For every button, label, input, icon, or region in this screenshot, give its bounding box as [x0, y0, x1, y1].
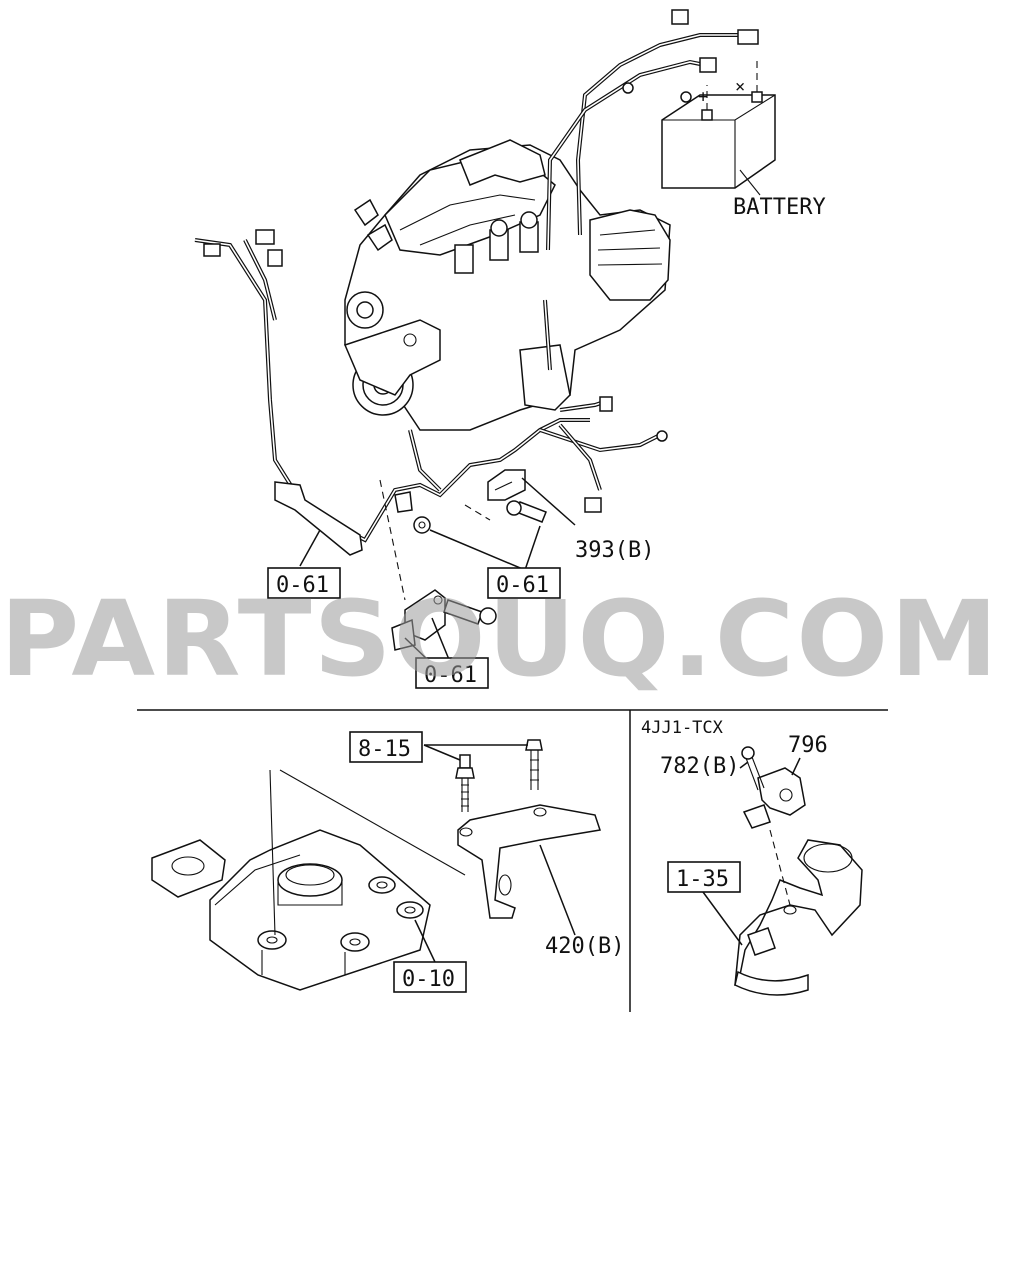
- bracket-420b: [457, 804, 601, 919]
- bolt-upper-right: [506, 500, 547, 523]
- ref-061-bottom[interactable]: 0-61: [415, 657, 489, 689]
- label-battery: BATTERY: [733, 195, 826, 220]
- bolt-782b: [741, 746, 765, 791]
- ref-796[interactable]: 796: [788, 733, 828, 758]
- svg-text:+: +: [698, 87, 708, 107]
- ref-420b[interactable]: 420(B): [545, 934, 624, 959]
- svg-text:8-15: 8-15: [358, 737, 411, 762]
- ref-393b[interactable]: 393(B): [575, 538, 654, 563]
- bolt-815-left: [455, 754, 475, 812]
- battery: + ×: [661, 60, 776, 196]
- svg-text:0-61: 0-61: [424, 663, 477, 688]
- nut-upper: [413, 516, 431, 534]
- ref-061-left[interactable]: 0-61: [267, 567, 341, 599]
- harness-bracket-left: [274, 481, 363, 556]
- ref-815[interactable]: 8-15: [349, 731, 423, 763]
- ref-010[interactable]: 0-10: [393, 961, 467, 993]
- svg-text:0-61: 0-61: [276, 573, 329, 598]
- variant-label: 4JJ1-TCX: [641, 718, 724, 738]
- engine-assembly: [343, 139, 671, 431]
- ref-135[interactable]: 1-35: [667, 861, 741, 893]
- clamp-center: [379, 479, 491, 601]
- hose-135: [734, 839, 863, 996]
- svg-text:0-61: 0-61: [496, 573, 549, 598]
- bolt-815-right: [525, 739, 543, 790]
- cylinder-head: [151, 829, 431, 991]
- wiring-harness: [194, 9, 759, 543]
- svg-text:1-35: 1-35: [676, 867, 729, 892]
- bolt-lower: [443, 599, 497, 625]
- ref-061-right[interactable]: 0-61: [487, 567, 561, 599]
- ref-782b[interactable]: 782(B): [660, 754, 739, 779]
- watermark-text: PARTSOUQ.COM: [0, 578, 1000, 700]
- sensor-796: [742, 767, 806, 829]
- svg-text:0-10: 0-10: [402, 967, 455, 992]
- bracket-lower-small: [391, 589, 446, 651]
- svg-text:×: ×: [735, 77, 745, 97]
- harness-bracket-393b: [487, 469, 526, 501]
